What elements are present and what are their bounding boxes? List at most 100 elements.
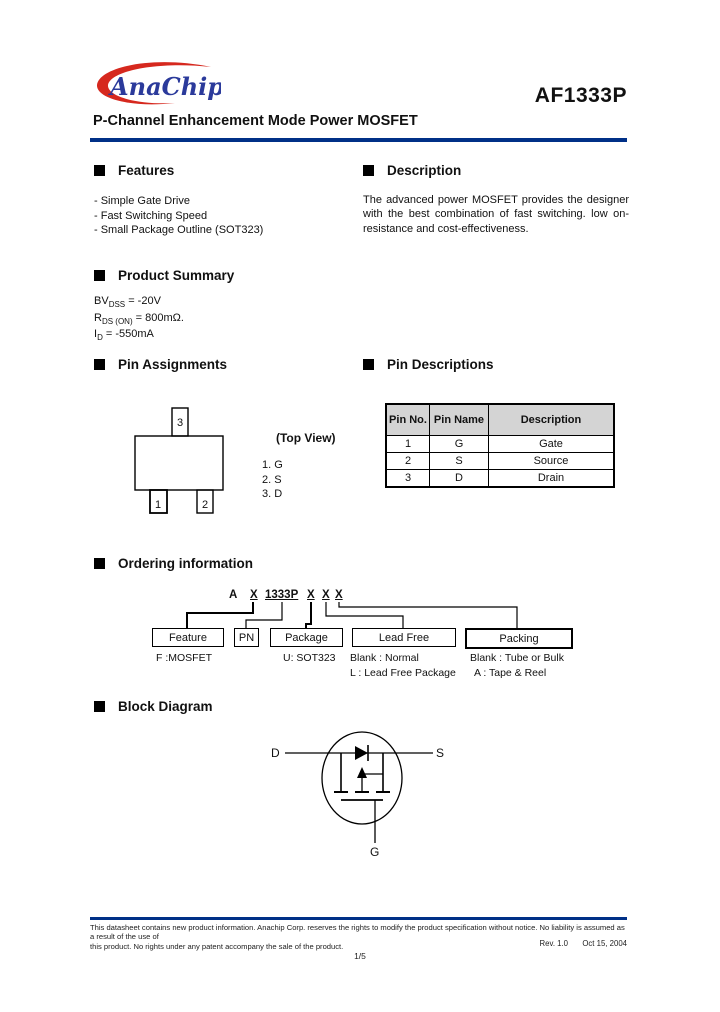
drain-terminal-label: D [271, 746, 280, 760]
order-code-part: X [335, 589, 343, 601]
spec-line: RDS (ON) = 800mΩ. [94, 312, 184, 329]
body-diode-icon [355, 746, 368, 760]
section-bullet-icon [363, 165, 374, 176]
pin-descriptions-title: Pin Descriptions [387, 357, 494, 372]
product-summary-list: BVDSS = -20V RDS (ON) = 800mΩ. ID = -550… [94, 295, 184, 345]
order-box-leadfree: Lead Free [352, 628, 456, 647]
revision-label: Rev. 1.0 [539, 939, 568, 948]
table-row: 2 S Source [385, 452, 615, 470]
cell-description: Drain [488, 469, 615, 488]
spec-value: = 800mΩ. [132, 311, 184, 324]
spec-subscript: D [97, 333, 103, 343]
features-list: - Simple Gate Drive - Fast Switching Spe… [94, 194, 263, 238]
spec-symbol: R [94, 311, 102, 324]
order-note: A : Tape & Reel [474, 667, 547, 679]
anachip-logo: AnaChip [96, 62, 221, 105]
spec-line: BVDSS = -20V [94, 295, 184, 312]
ordering-title: Ordering information [118, 556, 253, 571]
feature-item: - Small Package Outline (SOT323) [94, 224, 264, 236]
spec-value: = -550mA [102, 328, 154, 341]
disclaimer-line: This datasheet contains new product info… [90, 923, 625, 942]
revision-date: Oct 15, 2004 [582, 939, 627, 948]
pin-legend-item: 2. S [262, 473, 282, 486]
feature-item: - Simple Gate Drive [94, 195, 190, 207]
cell-description: Gate [488, 435, 615, 453]
order-box-packing: Packing [465, 628, 573, 649]
spec-subscript: DSS [108, 300, 126, 310]
order-box-label: Package [285, 631, 328, 644]
order-code-part: X [307, 589, 315, 601]
ordering-heading: Ordering information [94, 556, 253, 571]
pin3-number: 3 [177, 417, 183, 429]
order-box-label: Packing [499, 632, 539, 645]
description-text: The advanced power MOSFET provides the d… [363, 194, 629, 235]
mosfet-symbol-diagram [285, 731, 433, 843]
footer-rule [90, 917, 627, 920]
cell-pin-no: 2 [385, 452, 430, 470]
pin-legend: 1. G 2. S 3. D [262, 458, 283, 502]
pin2-number: 2 [202, 499, 208, 511]
pin1-number: 1 [155, 499, 161, 511]
pin-legend-item: 1. G [262, 459, 283, 471]
pin-descriptions-table: Pin No. Pin Name Description 1 G Gate 2 … [385, 403, 615, 488]
cell-pin-no: 1 [385, 435, 430, 453]
order-box-label: Feature [169, 631, 207, 644]
pin-legend-item: 3. D [262, 488, 283, 500]
order-code-part: X [250, 589, 258, 601]
spec-value: = -20V [125, 295, 161, 307]
description-title: Description [387, 163, 462, 178]
cell-pin-name: D [429, 469, 489, 488]
order-box-pn: PN [234, 628, 259, 647]
gate-terminal-label: G [370, 845, 380, 859]
section-bullet-icon [94, 270, 105, 281]
page-number: 1/5 [354, 951, 366, 961]
order-box-package: Package [270, 628, 343, 647]
order-note: F :MOSFET [156, 652, 212, 664]
spec-symbol: BV [94, 295, 109, 307]
section-bullet-icon [94, 701, 105, 712]
table-row: 1 G Gate [385, 435, 615, 453]
pin-assignments-title: Pin Assignments [118, 357, 228, 372]
order-note: U: SOT323 [283, 652, 336, 664]
col-header-description: Description [488, 403, 615, 436]
order-box-feature: Feature [152, 628, 224, 647]
features-heading: Features [94, 163, 174, 178]
cell-pin-no: 3 [385, 469, 430, 488]
logo-text: AnaChip [108, 72, 221, 101]
order-note: Blank : Tube or Bulk [470, 652, 564, 664]
revision-line: Rev. 1.0 Oct 15, 2004 [90, 939, 627, 948]
page-title: P-Channel Enhancement Mode Power MOSFET [93, 113, 418, 129]
pin-assignments-heading: Pin Assignments [94, 357, 227, 372]
spec-line: ID = -550mA [94, 328, 184, 345]
section-bullet-icon [94, 165, 105, 176]
part-number: AF1333P [534, 84, 627, 107]
section-bullet-icon [363, 359, 374, 370]
product-summary-heading: Product Summary [94, 268, 234, 283]
spec-subscript: DS (ON) [101, 316, 133, 326]
spec-symbol: I [94, 328, 98, 341]
source-terminal-label: S [436, 746, 445, 760]
block-diagram-heading: Block Diagram [94, 699, 213, 714]
cell-pin-name: S [429, 452, 489, 470]
table-header-row: Pin No. Pin Name Description [385, 403, 615, 436]
description-heading: Description [363, 163, 461, 178]
features-title: Features [118, 163, 175, 178]
footer-disclaimer: This datasheet contains new product info… [90, 923, 627, 951]
col-header-pin-name: Pin Name [429, 403, 489, 436]
order-note: Blank : Normal [350, 652, 419, 664]
top-view-label: (Top View) [276, 431, 336, 445]
disclaimer-line: this product. No rights under any patent… [90, 941, 344, 951]
sot323-package-drawing: 3 1 2 [134, 407, 224, 514]
order-code-part: 1333P [265, 589, 299, 601]
section-bullet-icon [94, 359, 105, 370]
section-bullet-icon [94, 558, 105, 569]
order-box-label: PN [238, 631, 255, 644]
block-diagram-title: Block Diagram [118, 699, 213, 714]
pin-descriptions-heading: Pin Descriptions [363, 357, 494, 372]
order-code-part: A [229, 589, 238, 601]
order-code-part: X [322, 589, 330, 601]
header-rule [90, 138, 627, 142]
order-box-label: Lead Free [378, 631, 430, 644]
ordering-connector-lines [186, 602, 518, 629]
